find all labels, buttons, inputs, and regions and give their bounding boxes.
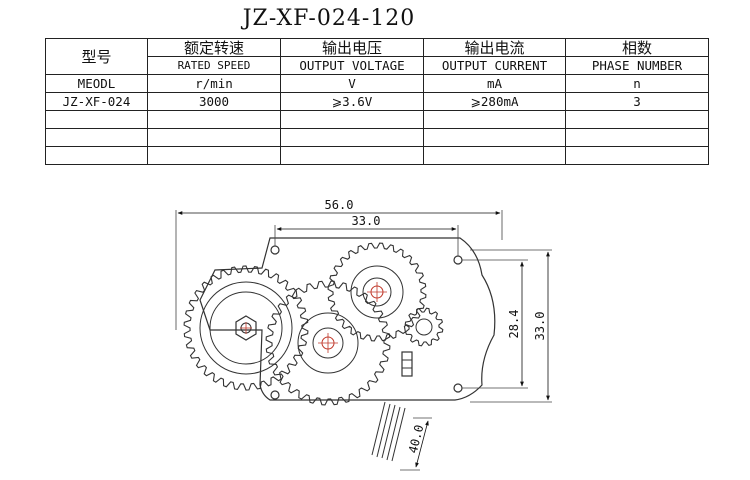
gear-small-ring (415, 318, 433, 336)
mount-hole (270, 245, 280, 255)
table-row-empty (45, 146, 709, 165)
table-row-empty (45, 128, 709, 147)
gear-small (404, 307, 444, 347)
gear-middle (265, 280, 391, 406)
mount-hole (270, 390, 280, 400)
terminal-connector (401, 351, 413, 377)
motor-shaft-nut (235, 315, 257, 341)
header-phase-number-en: PHASE NUMBER (565, 56, 709, 75)
dim-label-33-horizontal: 33.0 (352, 214, 381, 228)
gear-upper-ring (362, 277, 392, 307)
header-model: 型号 (45, 38, 148, 75)
header-output-current-cn: 输出电流 (423, 38, 566, 57)
mount-hole (453, 255, 463, 265)
gear-upper-ring (350, 265, 404, 319)
gear-main-ring (199, 281, 293, 375)
data-cell: JZ-XF-024 (45, 92, 148, 111)
dim-wire-length: 40.0 (400, 417, 432, 471)
gear-main (183, 265, 309, 391)
dim-height-outer: 33.0 (470, 249, 552, 403)
gear-train (183, 242, 444, 406)
dim-label-56: 56.0 (325, 198, 354, 212)
dim-label-40: 40.0 (406, 423, 427, 454)
housing-outline (199, 237, 496, 401)
header-output-voltage-en: OUTPUT VOLTAGE (280, 56, 424, 75)
gear-middle-ring (312, 327, 344, 359)
dim-overall-width: 56.0 (175, 198, 503, 330)
dim-label-33-vertical: 33.0 (533, 312, 547, 341)
gear-upper (327, 242, 427, 342)
header-phase-number-cn: 相数 (565, 38, 709, 57)
dim-hole-spacing: 33.0 (274, 214, 459, 256)
wire-ribbon (371, 401, 406, 462)
spec-table: 型号 额定转速 输出电压 输出电流 相数 RATED SPEED OUTPUT … (45, 38, 709, 165)
dim-label-28-4: 28.4 (507, 310, 521, 339)
mount-hole (453, 383, 463, 393)
drawing-title: JZ-XF-024-120 (242, 6, 416, 31)
gear-main-ring (209, 291, 283, 365)
table-row-data: JZ-XF-024 3000 ⩾3.6V ⩾280mA 3 (45, 92, 709, 111)
header-output-voltage-cn: 输出电压 (280, 38, 424, 57)
table-row-empty (45, 110, 709, 129)
gear-middle-ring (297, 312, 359, 374)
dim-height-inner: 28.4 (462, 259, 528, 389)
table-header-row: 型号 额定转速 输出电压 输出电流 相数 (45, 38, 709, 75)
table-row-units: MEODL r/min V mA n (45, 74, 709, 93)
